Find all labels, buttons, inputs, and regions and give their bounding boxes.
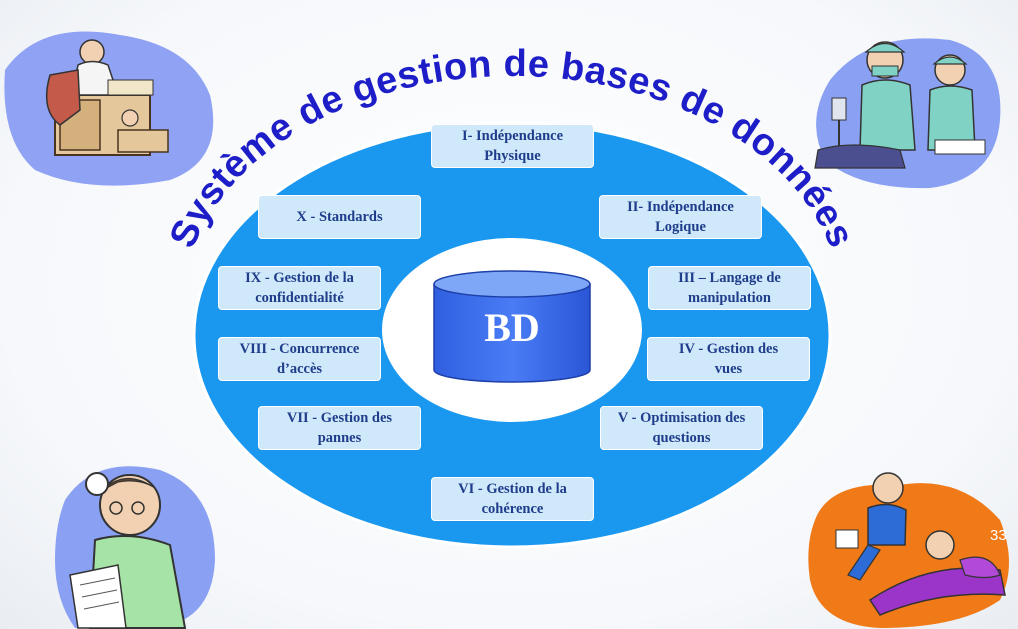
item-gestion-coherence: VI - Gestion de la cohérence [431, 477, 594, 521]
item-optimisation-questions: V - Optimisation des questions [600, 406, 763, 450]
item-independance-physique: I- Indépendance Physique [431, 124, 594, 168]
item-langage-manipulation: III – Langage de manipulation [648, 266, 811, 310]
page-number: 33 [990, 527, 1007, 544]
item-gestion-confidentialite: IX - Gestion de la confidentialité [218, 266, 381, 310]
doctor-reading-chart-icon [55, 466, 215, 628]
item-independance-logique: II- Indépendance Logique [599, 195, 762, 239]
psychiatrist-and-patient-icon [808, 473, 1009, 628]
item-concurrence-acces: VIII - Concurrence d’accès [218, 337, 381, 381]
surgeons-icon [815, 38, 1000, 188]
office-worker-at-desk-icon [4, 32, 213, 186]
bd-label: BD [434, 304, 590, 351]
item-standards: X - Standards [258, 195, 421, 239]
item-gestion-pannes: VII - Gestion des pannes [258, 406, 421, 450]
item-gestion-vues: IV - Gestion des vues [647, 337, 810, 381]
